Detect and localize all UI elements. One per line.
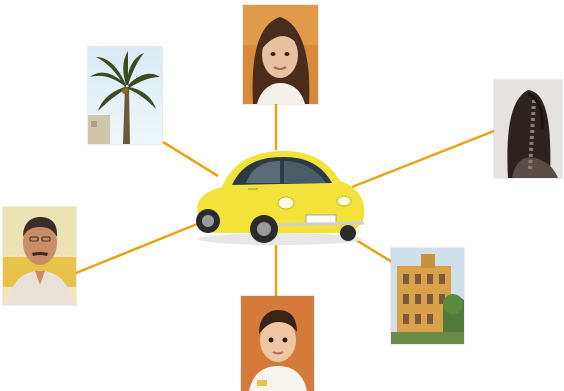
man-portrait-photo: [3, 207, 76, 305]
woman-back-photo: [494, 80, 562, 178]
yellow-car-icon: [196, 151, 365, 245]
connector-palm: [162, 140, 219, 178]
building-photo: [391, 248, 464, 344]
car-hub: [188, 145, 370, 247]
girl-portrait-photo: [243, 5, 318, 104]
boy-portrait-photo: [241, 296, 314, 391]
woman-back-braid-icon: [494, 80, 562, 178]
connector-man: [75, 216, 213, 275]
boy-portrait-icon: [241, 296, 314, 391]
building-icon: [391, 248, 464, 344]
palm-tree-icon: [88, 47, 162, 144]
girl-portrait-icon: [243, 5, 318, 104]
connector-woman: [351, 129, 495, 189]
palm-tree-photo: [88, 47, 162, 144]
man-portrait-icon: [3, 207, 76, 305]
